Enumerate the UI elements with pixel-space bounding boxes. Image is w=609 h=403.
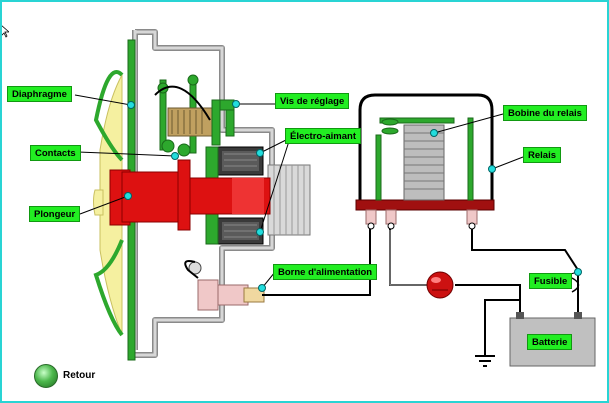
- supply-terminal: [188, 261, 265, 311]
- marker-points: [124, 100, 582, 292]
- relay-box: [355, 93, 495, 230]
- electromagnet-coils: [205, 146, 264, 245]
- label-diaphragme[interactable]: Diaphragme: [7, 86, 72, 102]
- ground-icon: [475, 355, 495, 367]
- wire-gray: [389, 230, 432, 286]
- retour-button-icon[interactable]: [34, 364, 58, 388]
- adjusting-screw: [211, 99, 235, 146]
- label-vis-de-reglage[interactable]: Vis de réglage: [275, 93, 350, 109]
- contacts-assembly: [154, 74, 213, 157]
- label-bobine-du-relais[interactable]: Bobine du relais: [503, 105, 587, 121]
- label-relais[interactable]: Relais: [523, 147, 561, 163]
- fuse-icon: [571, 277, 580, 293]
- label-fusible[interactable]: Fusible: [529, 273, 573, 289]
- threaded-end: [267, 164, 311, 236]
- label-electro-aimant[interactable]: Électro-aimant: [285, 128, 361, 144]
- plunger: [109, 159, 271, 231]
- label-borne-alimentation[interactable]: Borne d'alimentation: [273, 264, 378, 280]
- retour-link[interactable]: Retour: [63, 370, 96, 381]
- label-batterie[interactable]: Batterie: [527, 334, 573, 350]
- label-contacts[interactable]: Contacts: [30, 145, 81, 161]
- cursor-icon: [1, 25, 9, 38]
- label-plongeur[interactable]: Plongeur: [29, 206, 81, 222]
- indicator-lamp-icon: [426, 271, 454, 299]
